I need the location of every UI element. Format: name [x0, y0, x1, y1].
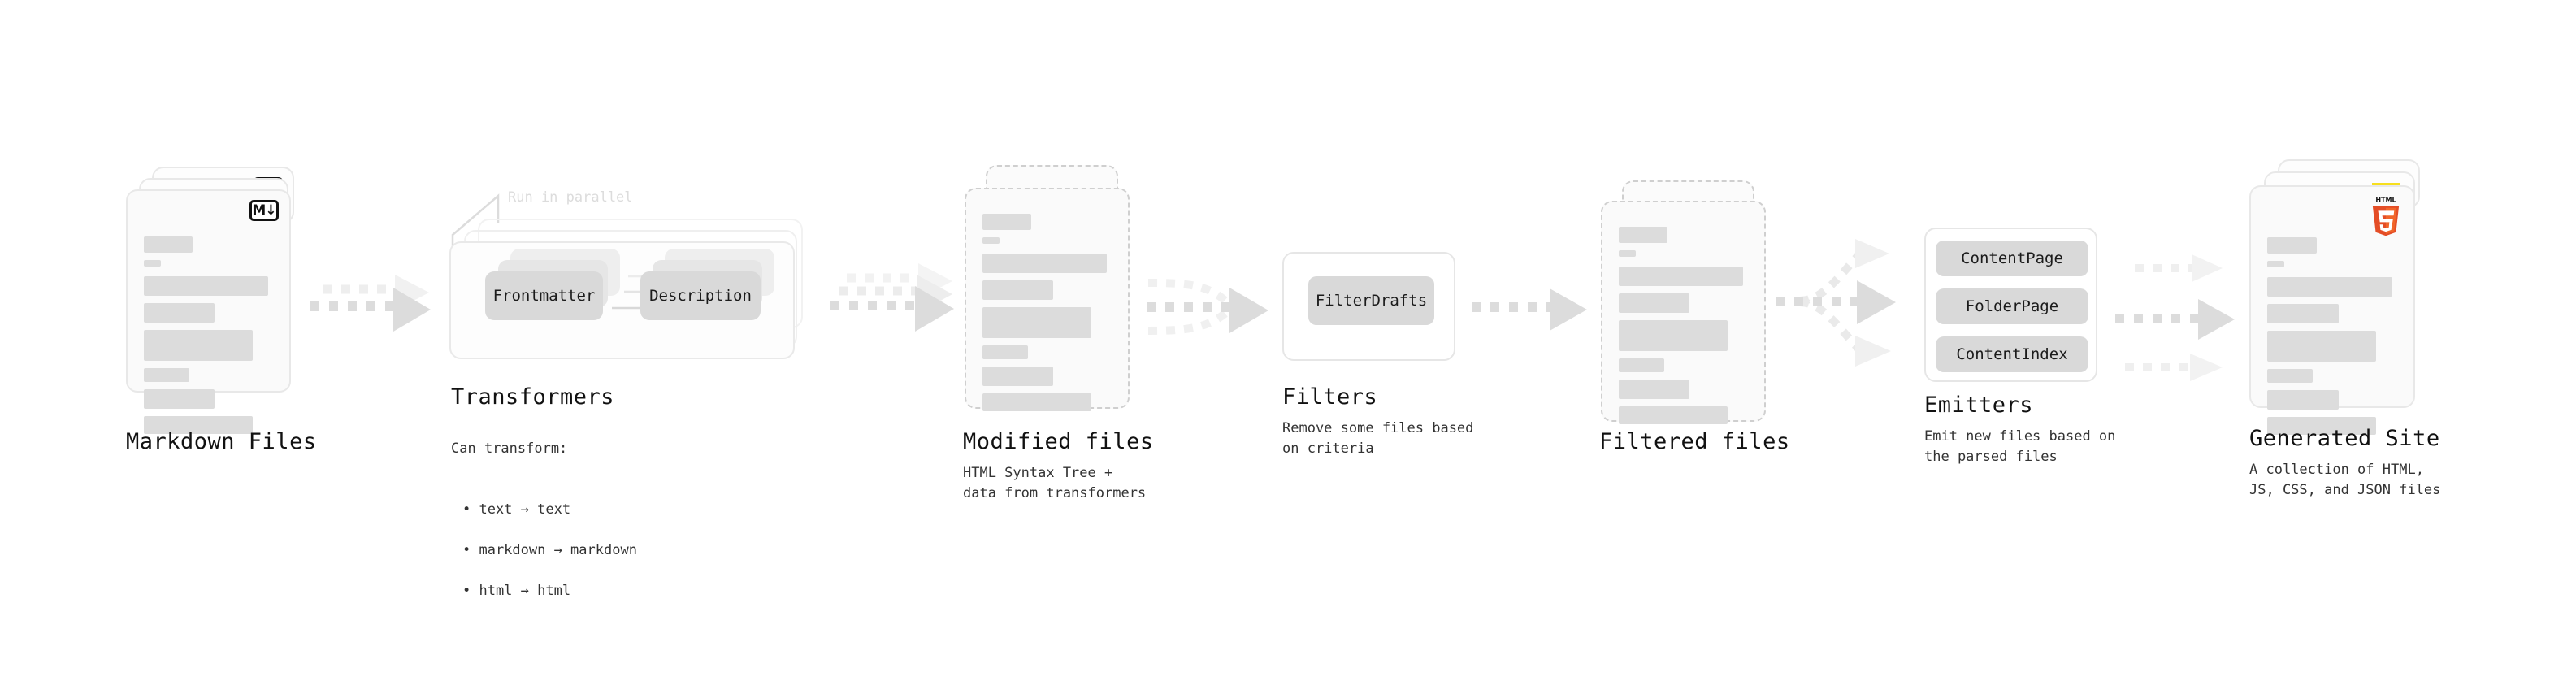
emitters-chip-folderpage-label: FolderPage: [1965, 297, 2059, 315]
edge-transformers-to-modified: [830, 263, 954, 332]
transformer-chip-frontmatter-label: Frontmatter: [492, 287, 596, 305]
edge-emitters-to-site: [2115, 254, 2235, 381]
edge-markdown-to-transformers: [310, 275, 431, 332]
transformers-bullet-0: • text → text: [462, 501, 571, 518]
emitters-chip-folderpage[interactable]: FolderPage: [1936, 288, 2088, 324]
emitters-title: Emitters: [1924, 393, 2034, 418]
modified-sheet-front: [965, 188, 1130, 411]
filtered-content-bars: [1619, 227, 1748, 432]
edge-modified-to-filters: [1147, 279, 1268, 335]
transformers-bullet-2: • html → html: [462, 583, 571, 599]
markdown-sheet-front: M↓: [126, 189, 291, 434]
emitters-chip-contentindex[interactable]: ContentIndex: [1936, 336, 2088, 372]
transformers-desc-head: Can transform:: [451, 440, 568, 457]
transformers-group: Run in parallel Frontmatter: [449, 189, 825, 362]
emitters-chip-contentpage-label: ContentPage: [1961, 249, 2063, 267]
transformers-bullet-1: • markdown → markdown: [462, 542, 637, 558]
modified-files-title: Modified files: [963, 429, 1154, 454]
filters-chip-filterdrafts[interactable]: FilterDrafts: [1308, 276, 1434, 325]
transformer-chip-frontmatter[interactable]: Frontmatter: [485, 271, 603, 320]
filters-title: Filters: [1282, 384, 1378, 410]
edge-filters-to-filtered: [1472, 288, 1587, 331]
emitters-chip-contentpage[interactable]: ContentPage: [1936, 241, 2088, 276]
markdown-files-title: Markdown Files: [126, 429, 317, 454]
transformer-chip-description[interactable]: Description: [640, 271, 761, 320]
filters-desc: Remove some files based on criteria: [1282, 420, 1474, 457]
markdown-content-bars: [144, 236, 273, 441]
transformer-chip-description-label: Description: [649, 287, 752, 305]
run-in-parallel-bracket: [451, 193, 500, 251]
markdown-badge-front: M↓: [249, 200, 279, 221]
site-content-bars: [2267, 237, 2397, 442]
emitters-box: ContentPage FolderPage ContentIndex: [1924, 228, 2097, 382]
run-in-parallel-label: Run in parallel: [508, 189, 633, 206]
filtered-files-title: Filtered files: [1599, 429, 1790, 454]
filters-box: FilterDrafts: [1282, 252, 1455, 361]
site-sheet-html: HTML: [2249, 185, 2415, 435]
html5-badge: HTML: [2372, 196, 2400, 236]
transformers-desc: Can transform: • text → text • markdown …: [451, 419, 637, 642]
emitters-chip-contentindex-label: ContentIndex: [1956, 345, 2068, 363]
filtered-sheet-front: [1601, 201, 1766, 424]
transformers-title: Transformers: [451, 384, 615, 410]
markdown-badge-front-label: M↓: [252, 202, 276, 219]
modified-content-bars: [982, 214, 1112, 419]
markdown-files-stack: M↓ M↓ M↓: [126, 167, 301, 434]
filters-chip-filterdrafts-label: FilterDrafts: [1315, 292, 1428, 310]
edge-filtered-to-emitters: [1776, 239, 1896, 367]
modified-files-desc: HTML Syntax Tree + data from transformer…: [963, 465, 1147, 501]
generated-site-stack: css HTML: [2249, 159, 2428, 435]
emitters-desc: Emit new files based on the parsed files: [1924, 428, 2116, 465]
generated-site-title: Generated Site: [2249, 426, 2440, 451]
generated-site-desc: A collection of HTML, JS, CSS, and JSON …: [2249, 462, 2441, 498]
modified-files-stack: [963, 165, 1138, 425]
svg-text:HTML: HTML: [2375, 196, 2396, 203]
filtered-files-stack: [1599, 180, 1774, 428]
